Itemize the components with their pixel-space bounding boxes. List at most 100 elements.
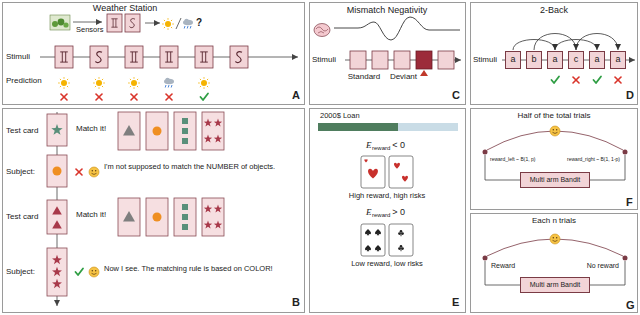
deviant-marker — [420, 70, 428, 76]
card-letter: a — [615, 55, 620, 65]
panel-title: Mismatch Negativity — [347, 5, 428, 15]
right-mark — [201, 94, 209, 101]
reference-card — [146, 198, 168, 236]
square-shape — [182, 138, 188, 144]
task-panel: Weather StationSensors?StimuliPrediction… — [2, 2, 305, 105]
letter-card: c — [568, 51, 584, 69]
brain-folds — [316, 27, 328, 33]
wrong-mark — [76, 169, 82, 175]
gambling-art — [318, 123, 458, 256]
task-panel: Half of the total trials reward_left ~ B(… — [470, 108, 638, 210]
card-letter: a — [510, 55, 515, 65]
subject-card — [47, 248, 67, 296]
playing-card — [361, 156, 385, 188]
letter-card: a — [547, 51, 563, 69]
star-shape — [51, 124, 62, 135]
wrong-mark — [131, 94, 137, 100]
expectation-sign: > 0 — [392, 207, 405, 217]
n-back-arrow — [534, 34, 576, 51]
question-mark: ? — [196, 17, 202, 29]
panel-title: 2-Back — [540, 5, 568, 15]
thought-text: I'm not supposed to match the NUMBER of … — [104, 163, 300, 172]
reference-card — [174, 112, 196, 150]
risk-label: High reward, high risks — [349, 192, 425, 201]
face-emoji — [550, 234, 560, 244]
triangle-shape — [52, 220, 62, 228]
stimulus-card — [55, 46, 73, 68]
card-letter: a — [552, 55, 557, 65]
star-shape — [204, 205, 212, 213]
test-card — [47, 200, 67, 234]
wrong-mark — [96, 94, 102, 100]
flow-arrow — [145, 23, 160, 24]
task-panel: 2-BackStimuliDabacaa — [470, 2, 638, 105]
right-mark — [552, 77, 560, 84]
arm-dot — [483, 150, 488, 155]
reference-card — [118, 112, 140, 150]
expectation-symbol: E — [366, 140, 372, 150]
task-panel: Each n trialsRewardNo rewardGMulti arm B… — [470, 213, 638, 313]
standard-stimulus — [438, 51, 454, 69]
panel-letter: B — [292, 296, 300, 309]
row-label: Subject: — [6, 167, 35, 176]
face-emoji — [550, 126, 560, 136]
panel-title: Each n trials — [532, 216, 576, 225]
card-symbol — [130, 19, 135, 28]
arm-dot — [623, 150, 628, 155]
loan-bar-fill — [318, 123, 398, 131]
stimulus-card — [125, 46, 143, 68]
playing-card — [389, 156, 413, 188]
rain-icon — [183, 19, 193, 29]
star-shape — [214, 221, 222, 229]
rain-icon — [164, 78, 174, 88]
reference-card — [202, 198, 224, 236]
card-sorting-art — [47, 112, 224, 306]
star-shape — [214, 135, 222, 143]
triangle-shape — [52, 206, 62, 214]
star-shape — [52, 267, 62, 276]
arm-dot — [483, 256, 488, 261]
expectation-symbol: E — [366, 207, 372, 217]
reward-formula: reward_left ~ B(1, p) — [490, 157, 535, 163]
sun-icon — [58, 77, 70, 89]
stimulus-card — [90, 46, 108, 68]
stimulus-card — [195, 46, 213, 68]
sun-icon — [128, 77, 140, 89]
bandit-art — [483, 126, 628, 285]
stimulus-label: Deviant — [390, 72, 417, 81]
face-emoji — [89, 267, 99, 277]
row-label: Subject: — [6, 267, 35, 276]
arm-dot — [623, 256, 628, 261]
right-mark — [76, 269, 84, 276]
reference-card — [202, 112, 224, 150]
bandit-box: Multi arm Bandit — [520, 277, 590, 293]
letter-card: a — [589, 51, 605, 69]
stimulus-card — [160, 46, 178, 68]
panel-title: Half of the total trials — [518, 111, 591, 120]
reference-card — [146, 112, 168, 150]
row-label: Stimuli — [6, 52, 30, 61]
stimulus-card — [230, 46, 248, 68]
playing-card — [389, 224, 413, 256]
panel-letter: D — [626, 89, 634, 102]
mismatch-negativity-art — [314, 17, 461, 76]
panel-title: Weather Station — [93, 3, 157, 13]
expectation-sign: < 0 — [392, 140, 405, 150]
brain-icon — [314, 24, 330, 37]
instruction: Match it! — [76, 124, 106, 133]
stimulus-label: Standard — [348, 72, 380, 81]
expectation-subscript: reward — [372, 145, 390, 152]
thought-text: Now I see. The matching rule is based on… — [104, 265, 286, 274]
right-mark — [594, 77, 602, 84]
row-label: Stimuli — [473, 55, 497, 64]
standard-stimulus — [394, 51, 410, 69]
star-shape — [52, 255, 62, 264]
standard-stimulus — [372, 51, 388, 69]
heart-suit — [402, 176, 408, 182]
sun-icon — [93, 77, 105, 89]
test-card — [47, 114, 67, 146]
task-panel: Mismatch NegativityStimuliStandardDevian… — [309, 2, 466, 105]
star-shape — [204, 221, 212, 229]
